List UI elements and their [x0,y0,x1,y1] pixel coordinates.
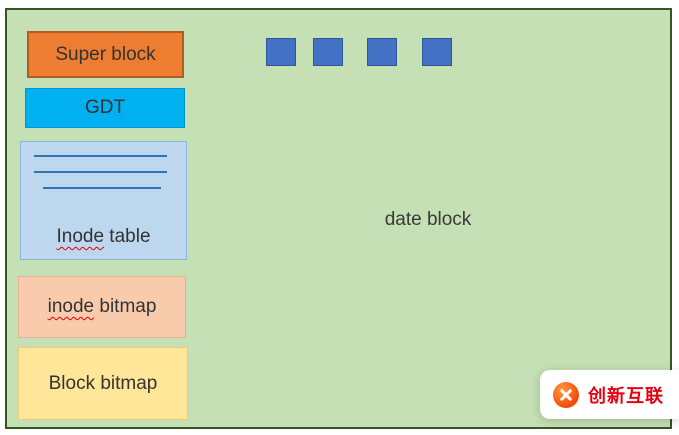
inode-table-rule-line [34,171,167,173]
inode-table-rule-line [43,187,161,189]
gdt-label: GDT [84,97,126,118]
inode-bitmap-label-rest: bitmap [94,296,157,317]
super-block-label: Super block [55,43,156,65]
inode-bitmap-label-word: inode [47,296,95,317]
inode-bitmap-box: inode bitmap [18,276,186,338]
watermark-logo-icon [553,381,579,408]
watermark-badge: 创新互联 [540,370,679,419]
data-block-square [266,38,296,66]
watermark-text: 创新互联 [588,385,664,406]
inode-table-box: Inode table [20,141,187,260]
inode-bitmap-label: inode bitmap [48,296,157,318]
gdt-box: GDT [25,88,185,128]
super-block-box: Super block [27,31,184,78]
inode-table-label: Inode table [56,226,150,248]
data-block-square [313,38,343,66]
data-block-label: date block [384,209,472,230]
block-bitmap-box: Block bitmap [18,347,188,420]
inode-table-rule-line [34,155,167,157]
block-bitmap-label: Block bitmap [48,372,158,394]
data-block-square [422,38,452,66]
inode-table-label-word: Inode [56,226,105,247]
inode-table-label-rest: table [104,226,151,247]
data-block-square [367,38,397,66]
